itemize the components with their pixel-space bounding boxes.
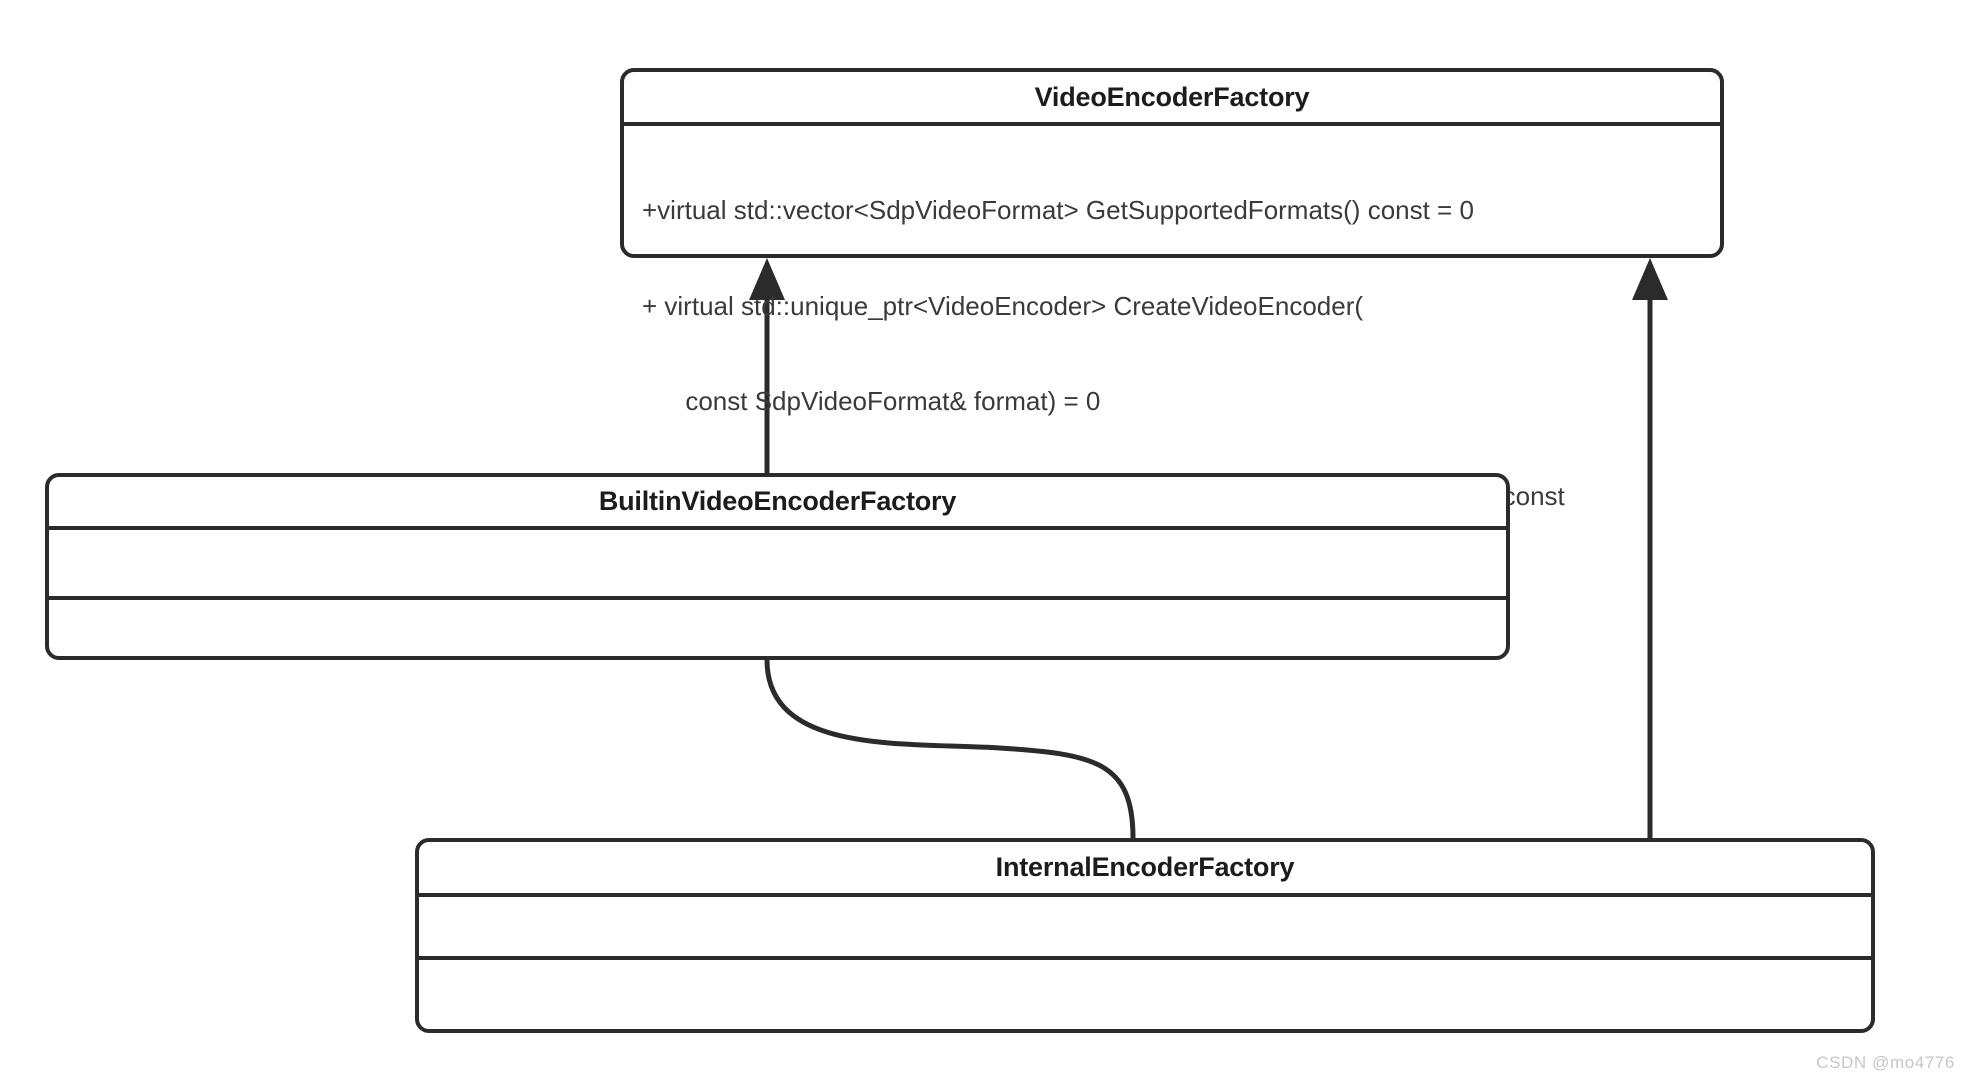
class-title-builtin-video-encoder-factory: BuiltinVideoEncoderFactory (49, 477, 1506, 530)
uml-class-internal-encoder-factory[interactable]: InternalEncoderFactory + std::unique_ptr… (415, 838, 1875, 1033)
attributes-compartment-builtin-video-encoder-factory: const std::unique_ptr<VideoEncoderFactor… (49, 530, 1506, 600)
class-title-internal-encoder-factory: InternalEncoderFactory (419, 842, 1871, 897)
attributes-compartment-internal-encoder-factory (419, 897, 1871, 960)
operation-row: + virtual std::unique_ptr<VideoEncoder> … (642, 290, 1364, 321)
operation-row: const SdpVideoFormat& format) = 0 (642, 385, 1101, 416)
class-title-video-encoder-factory: VideoEncoderFactory (624, 72, 1720, 126)
uml-class-builtin-video-encoder-factory[interactable]: BuiltinVideoEncoderFactory const std::un… (45, 473, 1510, 660)
operation-row: +virtual std::vector<SdpVideoFormat> Get… (642, 195, 1474, 226)
operations-compartment-internal-encoder-factory: + std::unique_ptr<VideoEncoder> CreateVi… (419, 960, 1871, 1029)
uml-class-video-encoder-factory[interactable]: VideoEncoderFactory +virtual std::vector… (620, 68, 1724, 511)
watermark-label: CSDN @mo4776 (1816, 1053, 1955, 1072)
association-builtin-to-internal (764, 659, 1136, 839)
operations-compartment-builtin-video-encoder-factory: + std::unique_ptr<VideoEncoder> CreateVi… (49, 600, 1506, 660)
